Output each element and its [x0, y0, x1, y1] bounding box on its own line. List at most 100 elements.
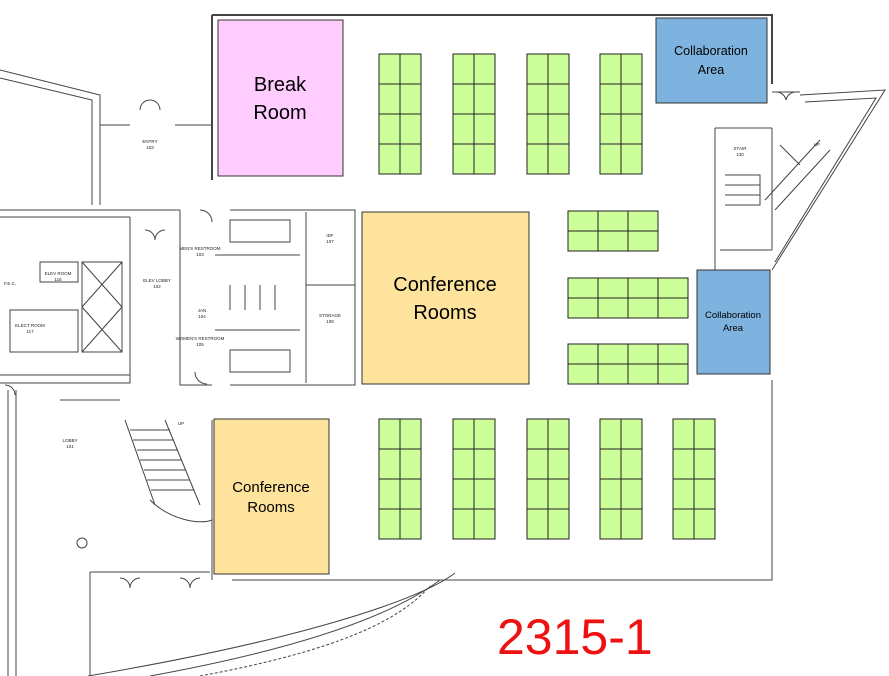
desk[interactable]	[620, 53, 643, 85]
conference-rooms-main[interactable]	[361, 211, 530, 385]
desk[interactable]	[567, 343, 599, 365]
desk[interactable]	[597, 210, 629, 232]
desk-cluster[interactable]	[567, 277, 689, 319]
desk[interactable]	[452, 448, 475, 480]
desk[interactable]	[599, 478, 622, 510]
desk-cluster[interactable]	[378, 418, 422, 540]
desk[interactable]	[599, 418, 622, 450]
desk[interactable]	[473, 53, 496, 85]
desk[interactable]	[399, 113, 422, 145]
desk[interactable]	[378, 143, 401, 175]
desk[interactable]	[627, 343, 659, 365]
desk[interactable]	[657, 343, 689, 365]
desk[interactable]	[599, 448, 622, 480]
desk[interactable]	[547, 478, 570, 510]
desk[interactable]	[567, 210, 599, 232]
desk[interactable]	[399, 143, 422, 175]
desk[interactable]	[452, 113, 475, 145]
desk[interactable]	[672, 478, 695, 510]
desk[interactable]	[399, 53, 422, 85]
collaboration-area-top[interactable]	[655, 17, 768, 104]
desk[interactable]	[693, 418, 716, 450]
desk[interactable]	[597, 277, 629, 299]
desk-cluster[interactable]	[452, 53, 496, 175]
desk[interactable]	[547, 418, 570, 450]
desk[interactable]	[693, 478, 716, 510]
desk[interactable]	[567, 277, 599, 299]
desk[interactable]	[627, 297, 659, 319]
desk[interactable]	[597, 363, 629, 385]
desk[interactable]	[567, 230, 599, 252]
desk[interactable]	[620, 478, 643, 510]
desk[interactable]	[599, 143, 622, 175]
desk[interactable]	[399, 478, 422, 510]
desk[interactable]	[378, 418, 401, 450]
desk[interactable]	[627, 277, 659, 299]
desk[interactable]	[620, 113, 643, 145]
desk[interactable]	[599, 113, 622, 145]
desk-cluster[interactable]	[526, 53, 570, 175]
desk[interactable]	[599, 508, 622, 540]
desk[interactable]	[399, 83, 422, 115]
desk[interactable]	[473, 478, 496, 510]
desk-cluster[interactable]	[599, 418, 643, 540]
desk[interactable]	[672, 508, 695, 540]
desk[interactable]	[473, 508, 496, 540]
desk-cluster[interactable]	[526, 418, 570, 540]
desk[interactable]	[378, 448, 401, 480]
desk[interactable]	[657, 297, 689, 319]
desk[interactable]	[597, 230, 629, 252]
desk[interactable]	[597, 297, 629, 319]
desk[interactable]	[599, 53, 622, 85]
desk[interactable]	[526, 418, 549, 450]
desk[interactable]	[378, 508, 401, 540]
desk[interactable]	[526, 143, 549, 175]
desk[interactable]	[547, 508, 570, 540]
desk[interactable]	[452, 143, 475, 175]
desk[interactable]	[526, 448, 549, 480]
desk[interactable]	[693, 508, 716, 540]
desk[interactable]	[378, 478, 401, 510]
conference-rooms-lower[interactable]	[213, 418, 330, 575]
desk[interactable]	[526, 83, 549, 115]
desk[interactable]	[547, 53, 570, 85]
desk-cluster[interactable]	[378, 53, 422, 175]
desk[interactable]	[547, 113, 570, 145]
desk[interactable]	[473, 418, 496, 450]
collaboration-area-side[interactable]	[696, 269, 771, 375]
desk[interactable]	[452, 478, 475, 510]
desk-cluster[interactable]	[567, 343, 689, 385]
desk[interactable]	[547, 448, 570, 480]
desk[interactable]	[452, 83, 475, 115]
desk[interactable]	[620, 143, 643, 175]
desk[interactable]	[473, 143, 496, 175]
desk[interactable]	[547, 83, 570, 115]
desk[interactable]	[399, 448, 422, 480]
desk[interactable]	[399, 418, 422, 450]
desk-cluster[interactable]	[672, 418, 716, 540]
desk[interactable]	[620, 508, 643, 540]
desk[interactable]	[672, 418, 695, 450]
desk[interactable]	[657, 363, 689, 385]
desk-cluster[interactable]	[599, 53, 643, 175]
break-room[interactable]	[217, 19, 344, 177]
desk[interactable]	[597, 343, 629, 365]
desk[interactable]	[378, 83, 401, 115]
desk[interactable]	[627, 363, 659, 385]
desk[interactable]	[473, 113, 496, 145]
desk[interactable]	[620, 418, 643, 450]
desk[interactable]	[526, 113, 549, 145]
desk[interactable]	[567, 363, 599, 385]
desk[interactable]	[567, 297, 599, 319]
desk[interactable]	[452, 418, 475, 450]
desk[interactable]	[672, 448, 695, 480]
desk[interactable]	[599, 83, 622, 115]
desk[interactable]	[526, 53, 549, 85]
desk[interactable]	[657, 277, 689, 299]
desk[interactable]	[473, 448, 496, 480]
desk[interactable]	[452, 53, 475, 85]
desk[interactable]	[620, 83, 643, 115]
desk[interactable]	[526, 478, 549, 510]
desk[interactable]	[378, 113, 401, 145]
desk-cluster[interactable]	[567, 210, 659, 252]
